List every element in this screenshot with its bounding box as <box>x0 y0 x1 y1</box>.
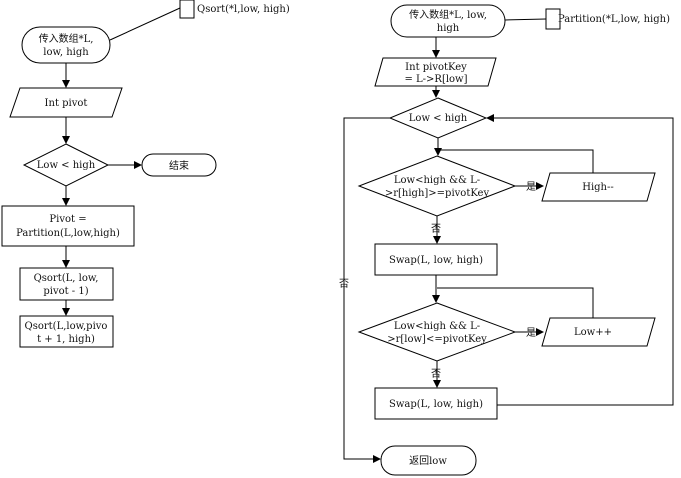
qsort-recurse-left-line1: Qsort(L, low, <box>34 273 99 284</box>
qsort-recurse-left-line2: pivot - 1) <box>43 286 88 297</box>
partition-start-node: 传入数组*L, low, high <box>390 4 506 38</box>
partition-return-text: 返回low <box>409 455 447 467</box>
partition-swap-2-text: Swap(L, low, high) <box>389 399 483 410</box>
qsort-recurse-right-line2: t + 1, high) <box>37 334 95 345</box>
partition-return-node: 返回low <box>380 445 477 476</box>
partition-swap-1-node: Swap(L, low, high) <box>374 243 498 276</box>
partition-swap-2-node: Swap(L, low, high) <box>374 387 498 420</box>
partition-no-label-1: 否 <box>431 223 441 235</box>
partition-flow: Partition(*L,low, high) 传入数组*L, low, hig… <box>339 4 674 476</box>
qsort-header-annotation: Qsort(*l,low, high) <box>109 0 290 41</box>
qsort-recurse-left-node: Qsort(L, low, pivot - 1) <box>19 267 114 301</box>
partition-header-text: Partition(*L,low, high) <box>558 14 670 25</box>
qsort-condition-text: Low < high <box>37 160 96 171</box>
partition-inc-low-text: Low++ <box>574 327 612 338</box>
qsort-declare-text: Int pivot <box>45 98 88 109</box>
qsort-partition-line1: Pivot = <box>49 214 86 225</box>
partition-no-label-2: 否 <box>431 368 441 380</box>
partition-cond-high-line1: Low<high && L- <box>394 175 480 186</box>
partition-no-label-outer: 否 <box>339 278 349 290</box>
qsort-start-node: 传入数组*L, low, high <box>21 26 111 64</box>
partition-declare-line1: Int pivotKey <box>405 62 467 73</box>
partition-yes-label-1: 是 <box>526 181 536 193</box>
partition-declare-line2: = L->R[low] <box>404 74 467 85</box>
qsort-condition-node: Low < high <box>22 143 110 187</box>
partition-outer-condition-text: Low < high <box>409 113 468 124</box>
qsort-declare-node: Int pivot <box>9 87 123 118</box>
partition-yes-label-2: 是 <box>526 327 536 339</box>
qsort-partition-node: Pivot = Partition(L,low,high) <box>1 205 135 247</box>
partition-cond-low-line2: >r[low]<=pivotKey <box>387 334 487 345</box>
partition-cond-low-line1: Low<high && L- <box>394 321 480 332</box>
partition-cond-high-node: Low<high && L- >r[high]>=pivotKey <box>357 155 517 217</box>
partition-cond-high-line2: >r[high]>=pivotKey <box>385 188 490 199</box>
qsort-start-line1: 传入数组*L, <box>39 32 94 45</box>
partition-outer-condition-node: Low < high <box>388 97 488 139</box>
partition-inc-low-node: Low++ <box>541 317 656 347</box>
qsort-recurse-right-node: Qsort(L,low,pivo t + 1, high) <box>19 315 114 348</box>
partition-start-line2: high <box>437 23 460 34</box>
qsort-end-text: 结束 <box>169 159 189 172</box>
qsort-partition-line2: Partition(L,low,high) <box>16 228 120 239</box>
partition-start-line1: 传入数组*L, low, <box>409 8 487 21</box>
qsort-recurse-right-line1: Qsort(L,low,pivo <box>25 321 108 332</box>
partition-dec-high-node: High-- <box>541 172 656 202</box>
partition-header-annotation: Partition(*L,low, high) <box>504 8 670 30</box>
partition-swap-1-text: Swap(L, low, high) <box>389 255 483 266</box>
qsort-end-node: 结束 <box>141 153 217 177</box>
partition-declare-node: Int pivotKey = L->R[low] <box>374 57 497 87</box>
qsort-flow: Qsort(*l,low, high) 传入数组*L, low, high In… <box>1 0 290 348</box>
partition-cond-low-node: Low<high && L- >r[low]<=pivotKey <box>357 302 517 362</box>
partition-dec-high-text: High-- <box>582 182 614 193</box>
qsort-header-text: Qsort(*l,low, high) <box>197 4 290 15</box>
qsort-start-line2: low, high <box>43 47 89 58</box>
